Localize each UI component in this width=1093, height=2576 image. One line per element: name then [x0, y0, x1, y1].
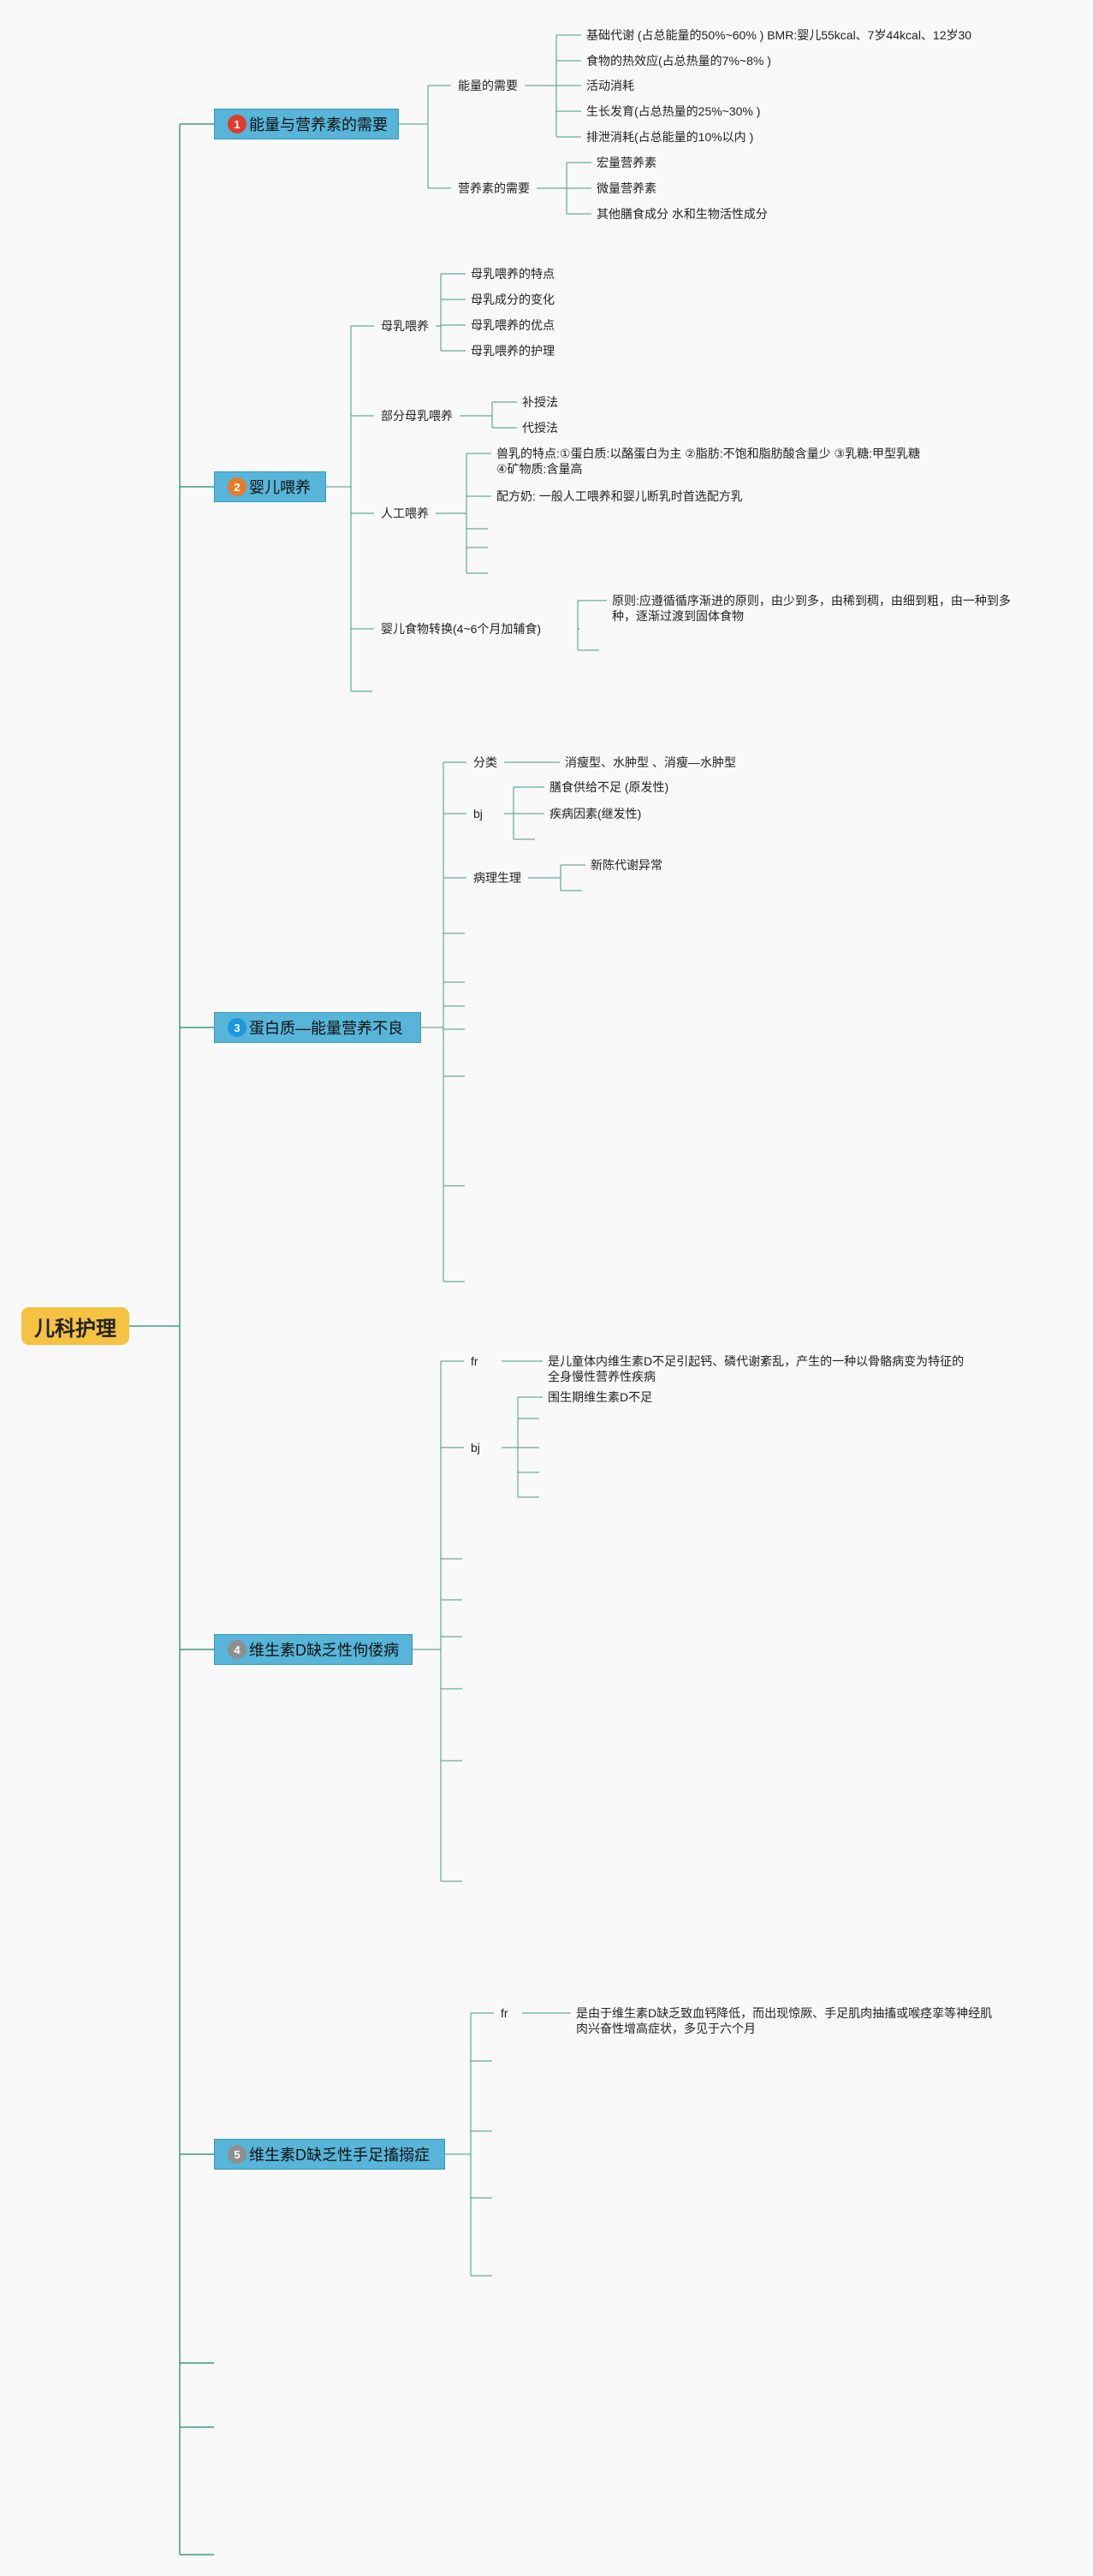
topic-node[interactable]: fr [501, 2006, 508, 2020]
subtopic-node[interactable]: 微量营养素 [597, 181, 656, 195]
branch-label: 维生素D缺乏性佝偻病 [249, 1642, 399, 1659]
topic-node[interactable]: bj [473, 807, 483, 820]
topic-node[interactable]: 部分母乳喂养 [381, 409, 453, 423]
subtopic-node[interactable]: 围生期维生素D不足 [548, 1390, 653, 1404]
branch-label: 蛋白质—能量营养不良 [249, 1020, 403, 1037]
topic-node[interactable]: 婴儿食物转换(4~6个月加辅食) [381, 622, 542, 636]
number-badge-icon: 5 [228, 2145, 247, 2164]
subtopic-node[interactable]: 原则:应遵循循序渐进的原则，由少到多，由稀到稠，由细到粗，由一种到多种，逐渐过渡… [612, 594, 1011, 623]
subtopic-node[interactable]: 是儿童体内维生素D不足引起钙、磷代谢紊乱，产生的一种以骨骼病变为特征的全身慢性营… [548, 1354, 965, 1383]
subtopic-node[interactable]: 其他膳食成分 水和生物活性成分 [597, 207, 768, 221]
subtopic-node[interactable]: 活动消耗 [586, 79, 634, 92]
subtopic-node[interactable]: 配方奶: 一般人工喂养和婴儿断乳时首选配方乳 [496, 489, 743, 503]
topic-node[interactable]: 营养素的需要 [458, 181, 530, 195]
number-badge-icon: 4 [228, 1640, 247, 1659]
subtopic-node[interactable]: 消瘦型、水肿型 、消瘦—水肿型 [565, 755, 736, 769]
branch-label: 维生素D缺乏性手足搐搦症 [249, 2147, 430, 2164]
subtopic-node[interactable]: 兽乳的特点:①蛋白质:以酪蛋白为主 ②脂肪:不饱和脂肪酸含量少 ③乳糖:甲型乳糖… [496, 447, 920, 476]
subtopic-node[interactable]: 生长发育(占总热量的25%~30% ) [586, 104, 761, 118]
number-badge-icon: 1 [228, 115, 247, 133]
subtopic-node[interactable]: 母乳喂养的特点 [471, 267, 555, 281]
topic-node[interactable]: 病理生理 [473, 871, 521, 885]
subtopic-node[interactable]: 宏量营养素 [597, 156, 656, 169]
subtopic-node[interactable]: 新陈代谢异常 [591, 858, 662, 872]
number-badge-icon: 2 [228, 477, 247, 496]
topic-node[interactable]: 母乳喂养 [381, 319, 429, 333]
subtopic-node[interactable]: 是由于维生素D缺乏致血钙降低，而出现惊厥、手足肌肉抽搐或喉痉挛等神经肌肉兴奋性增… [576, 2006, 993, 2035]
root-node[interactable]: 儿科护理 [21, 1307, 129, 1345]
subtopic-node[interactable]: 补授法 [522, 395, 558, 409]
subtopic-node[interactable]: 疾病因素(继发性) [549, 807, 642, 820]
subtopic-node[interactable]: 代授法 [522, 421, 558, 435]
number-badge-icon: 3 [228, 1018, 247, 1037]
branch-label: 婴儿喂养 [249, 479, 311, 496]
subtopic-node[interactable]: 母乳成分的变化 [471, 293, 555, 306]
subtopic-node[interactable]: 排泄消耗(占总能量的10%以内 ) [586, 130, 754, 144]
subtopic-node[interactable]: 膳食供给不足 (原发性) [549, 780, 669, 794]
subtopic-node[interactable]: 母乳喂养的优点 [471, 318, 555, 332]
topic-node[interactable]: fr [471, 1354, 478, 1368]
topic-node[interactable]: 分类 [473, 755, 497, 769]
subtopic-node[interactable]: 母乳喂养的护理 [471, 344, 555, 358]
topic-node[interactable]: bj [471, 1441, 480, 1454]
subtopic-node[interactable]: 基础代谢 (占总能量的50%~60% ) BMR:婴儿55kcal、7岁44kc… [586, 28, 972, 42]
topic-node[interactable]: 人工喂养 [381, 506, 429, 520]
branch-label: 能量与营养素的需要 [249, 116, 388, 133]
topic-node[interactable]: 能量的需要 [458, 79, 518, 92]
subtopic-node[interactable]: 食物的热效应(占总热量的7%~8% ) [586, 54, 771, 68]
